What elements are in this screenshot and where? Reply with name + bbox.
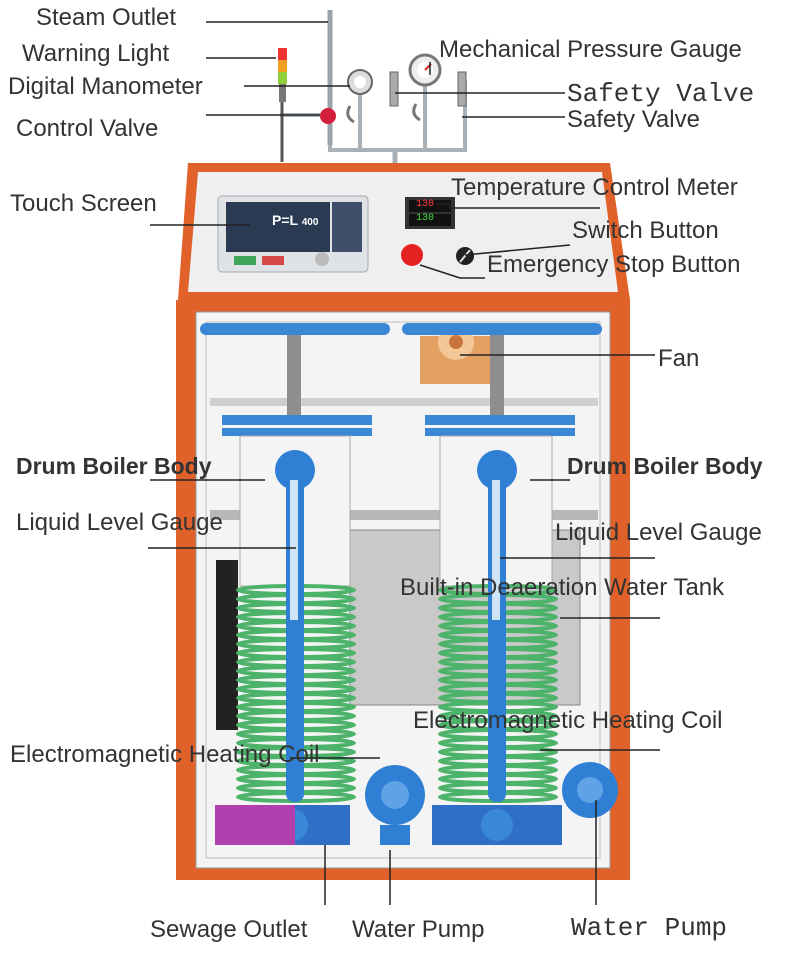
- digital-manometer-icon: [346, 69, 373, 124]
- water-pump-right-icon: [562, 762, 618, 818]
- touch-screen-value: 400: [301, 217, 319, 228]
- label-touch-screen: Touch Screen: [10, 190, 157, 217]
- label-mechanical-pressure-gauge: Mechanical Pressure Gauge: [439, 36, 742, 63]
- label-heating-coil-right: Electromagnetic Heating Coil: [413, 707, 723, 734]
- temp-meter-top: 130: [416, 199, 435, 210]
- label-temperature-control-meter: Temperature Control Meter: [451, 174, 738, 201]
- label-digital-manometer: Digital Manometer: [8, 73, 203, 100]
- label-drum-boiler-body-right: Drum Boiler Body: [567, 453, 763, 479]
- drum-boiler-left: [222, 415, 372, 803]
- label-safety-valve-2: Safety Valve: [567, 106, 700, 133]
- touch-screen-mode: P=L: [272, 212, 298, 228]
- label-safety-valve-1: Safety Valve: [567, 79, 755, 109]
- label-heating-coil-left: Electromagnetic Heating Coil: [10, 741, 320, 768]
- warning-light-icon: [278, 48, 287, 102]
- temp-meter-bottom: 130: [416, 213, 435, 224]
- label-water-pump-left: Water Pump: [352, 916, 485, 943]
- label-steam-outlet: Steam Outlet: [36, 4, 177, 31]
- water-pump-left-icon: [365, 765, 425, 845]
- label-drum-boiler-body-left: Drum Boiler Body: [16, 453, 212, 479]
- pump-bases: [215, 805, 562, 845]
- drum-boiler-right: [425, 415, 575, 803]
- control-valve-icon: [320, 108, 336, 124]
- label-control-valve: Control Valve: [16, 115, 159, 142]
- label-sewage-outlet: Sewage Outlet: [150, 916, 308, 943]
- safety-valve-icon: [389, 71, 467, 107]
- label-water-pump-right: Water Pump: [571, 913, 728, 943]
- label-emergency-stop-button: Emergency Stop Button: [487, 251, 741, 278]
- steam-piping: [280, 10, 467, 165]
- label-fan: Fan: [658, 345, 700, 372]
- label-liquid-level-gauge-right: Liquid Level Gauge: [555, 519, 762, 546]
- label-warning-light: Warning Light: [22, 40, 170, 67]
- label-liquid-level-gauge-left: Liquid Level Gauge: [16, 509, 223, 536]
- leader-lines: [148, 21, 660, 905]
- emergency-stop-button-icon: [401, 244, 423, 266]
- control-panel: [178, 163, 630, 300]
- label-deaeration-tank: Built-in Deaeration Water Tank: [400, 574, 725, 601]
- label-switch-button: Switch Button: [572, 217, 719, 244]
- touch-screen-text: P=L 400: [272, 212, 318, 228]
